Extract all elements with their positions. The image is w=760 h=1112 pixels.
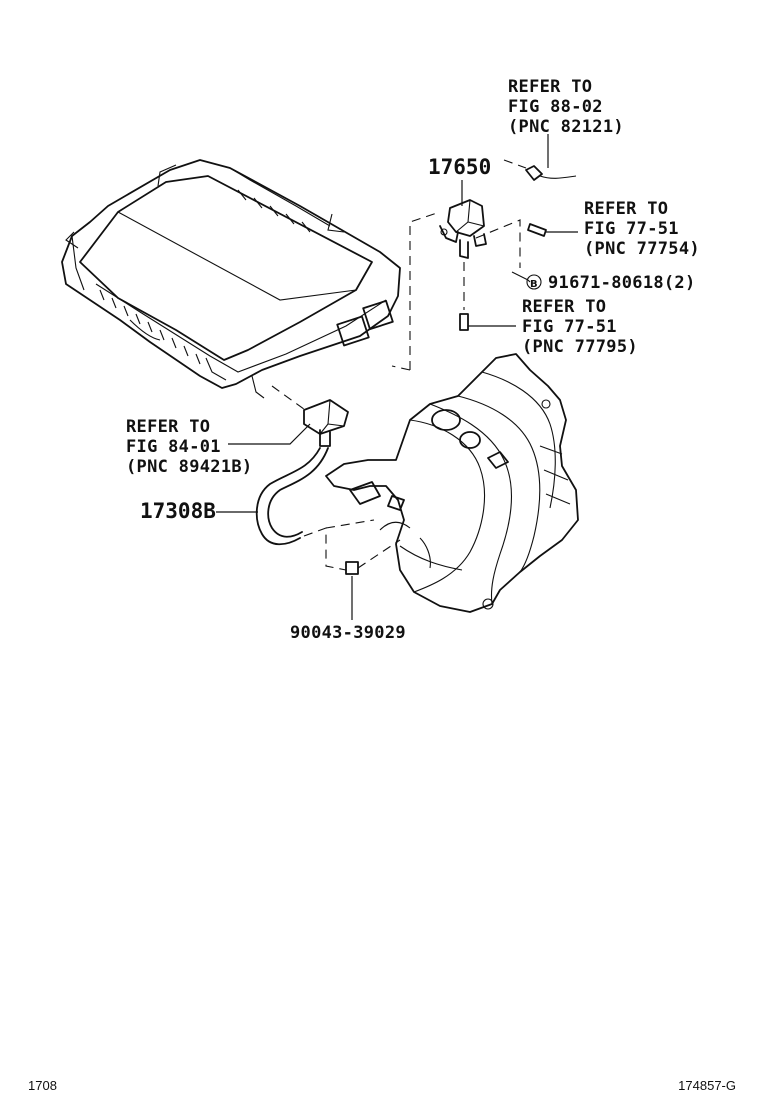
part-number-91671: 91671-80618(2) bbox=[548, 273, 696, 293]
vacuum-sensor-17650-drawing bbox=[439, 199, 487, 259]
bolt-marker-letter: B bbox=[530, 279, 538, 290]
vacuum-hose-77795-drawing bbox=[459, 313, 469, 331]
refer-84-01-line2: FIG 84-01 bbox=[126, 437, 221, 457]
refer-77-51-a-line2: FIG 77-51 bbox=[584, 219, 679, 239]
refer-84-01-line1: REFER TO bbox=[126, 417, 210, 437]
bolt-marker-b: B bbox=[526, 274, 542, 290]
footer-diagram-id: 174857-G bbox=[678, 1078, 736, 1093]
refer-77-51-b-line3: (PNC 77795) bbox=[522, 337, 638, 357]
intake-manifold-drawing bbox=[325, 353, 579, 613]
assembly-dashed-lines bbox=[271, 159, 527, 571]
part-number-90043: 90043-39029 bbox=[290, 623, 406, 643]
refer-77-51-b-line1: REFER TO bbox=[522, 297, 606, 317]
vacuum-hose-17308b-drawing bbox=[255, 447, 329, 546]
refer-88-02-line2: FIG 88-02 bbox=[508, 97, 603, 117]
leader-lines bbox=[216, 134, 578, 620]
part-number-17650: 17650 bbox=[428, 155, 491, 179]
footer-page-code: 1708 bbox=[28, 1078, 57, 1093]
refer-77-51-a-line1: REFER TO bbox=[584, 199, 668, 219]
refer-77-51-a-line3: (PNC 77754) bbox=[584, 239, 700, 259]
refer-84-01-line3: (PNC 89421B) bbox=[126, 457, 252, 477]
refer-77-51-b-line2: FIG 77-51 bbox=[522, 317, 617, 337]
vacuum-hose-77754-drawing bbox=[527, 223, 547, 237]
clamp-90043-drawing bbox=[345, 561, 359, 575]
sensor-89421b-drawing bbox=[303, 399, 349, 447]
refer-88-02-line1: REFER TO bbox=[508, 77, 592, 97]
bolt-91671-drawing bbox=[511, 271, 529, 281]
engine-cover-drawing bbox=[61, 159, 401, 399]
part-number-17308b: 17308B bbox=[140, 499, 216, 523]
refer-88-02-line3: (PNC 82121) bbox=[508, 117, 624, 137]
sensor-connector-drawing bbox=[525, 165, 577, 181]
